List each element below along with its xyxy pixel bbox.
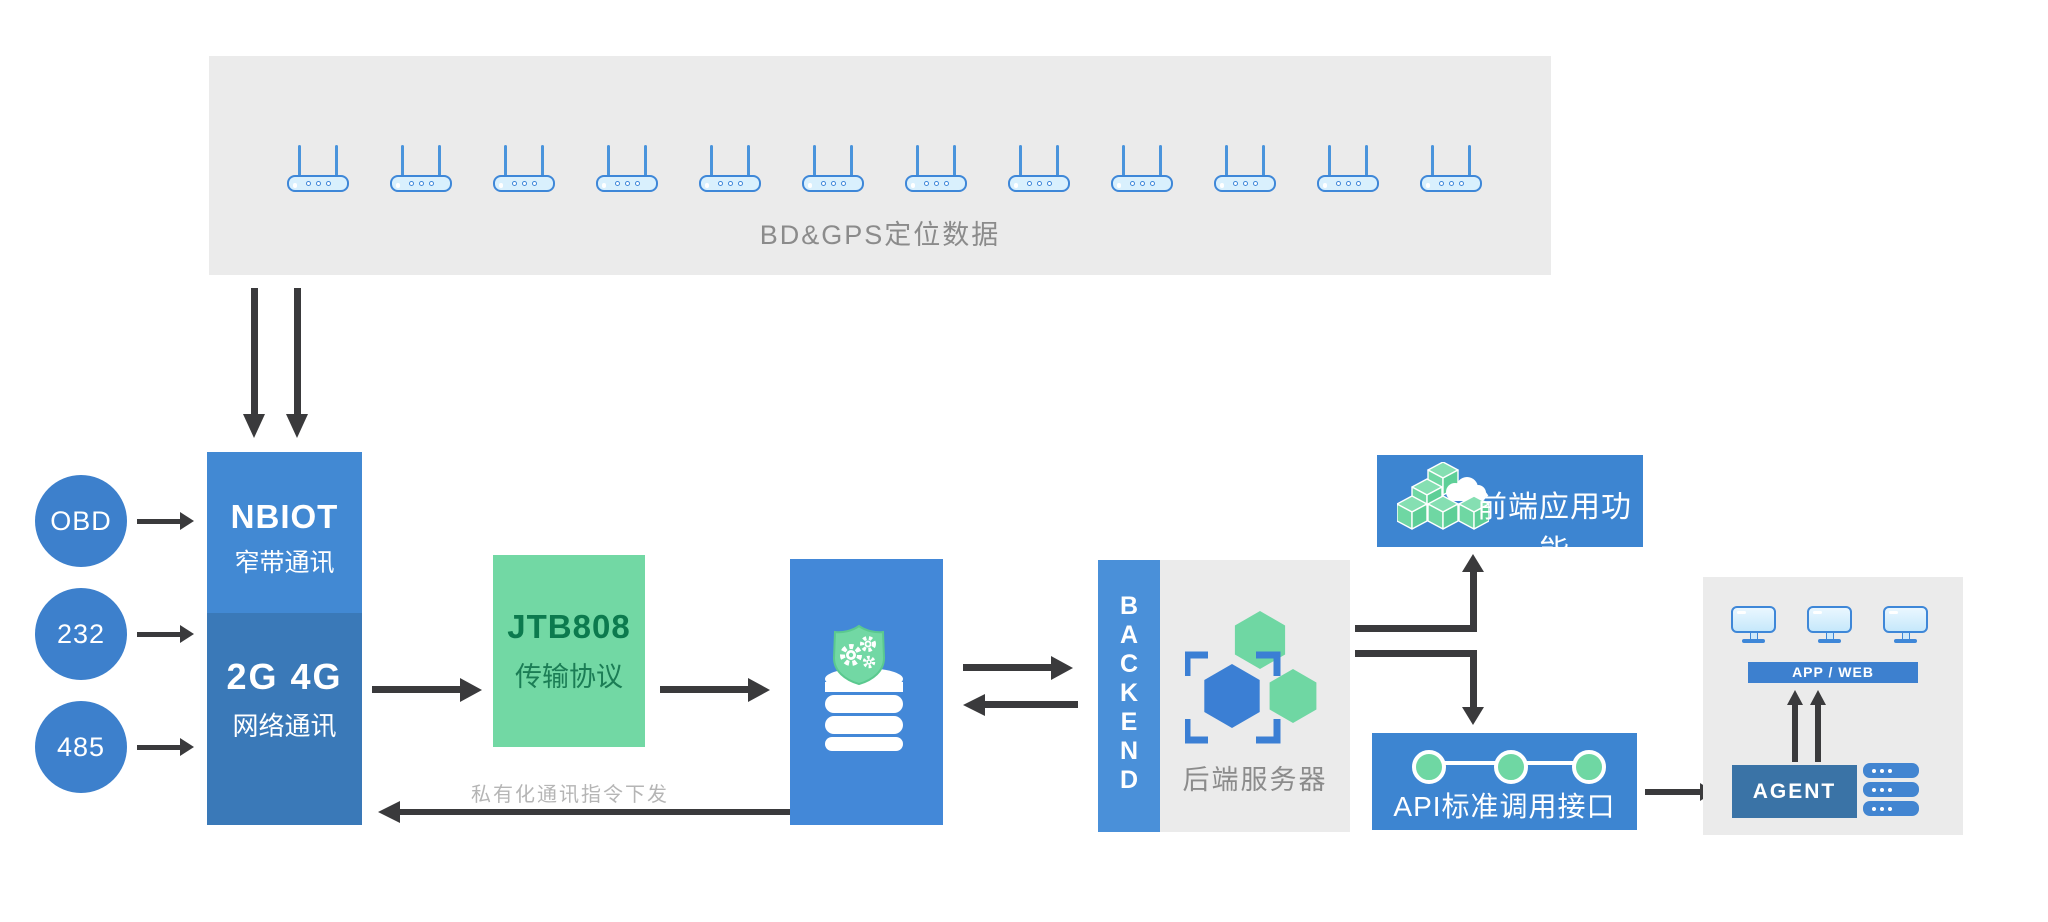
protocol-title: JTB808 bbox=[507, 608, 631, 645]
band-label: BD&GPS定位数据 bbox=[759, 220, 1001, 250]
hexagon-cluster-icon bbox=[1185, 611, 1317, 744]
gateway-cell-section: 2G 4G 网络通讯 bbox=[207, 613, 362, 825]
arrowhead-band-gateway-2 bbox=[286, 414, 308, 438]
arrow-backend-api-h bbox=[1355, 650, 1477, 657]
client-panel: APP / WEB AGENT bbox=[1703, 577, 1963, 835]
timeline-dot-2 bbox=[1494, 750, 1528, 784]
router-icon bbox=[1420, 145, 1482, 192]
gps-device-band: BD&GPS定位数据 bbox=[209, 56, 1551, 275]
arrowhead-232 bbox=[180, 625, 194, 643]
arrow-agent-appweb-1 bbox=[1792, 705, 1798, 762]
secure-storage-box bbox=[790, 559, 943, 825]
appweb-bar: APP / WEB bbox=[1748, 662, 1918, 683]
agent-label: AGENT bbox=[1752, 779, 1837, 803]
arrow-backend-api-v bbox=[1470, 657, 1477, 709]
port-485-label: 485 bbox=[56, 731, 106, 762]
timeline-dot-1 bbox=[1412, 750, 1446, 784]
arrow-backend-frontend-h bbox=[1355, 625, 1477, 632]
router-icon bbox=[905, 145, 967, 192]
arrow-485 bbox=[137, 745, 181, 750]
device-row bbox=[287, 145, 1482, 192]
arrowhead-secure-backend bbox=[1051, 656, 1073, 680]
arrow-downlink bbox=[392, 809, 790, 815]
api-box: API标准调用接口 bbox=[1372, 733, 1637, 830]
arrow-gateway-protocol bbox=[372, 686, 462, 693]
arrow-protocol-secure bbox=[660, 686, 750, 693]
port-232-label: 232 bbox=[56, 618, 106, 649]
arrowhead-protocol-secure bbox=[748, 678, 770, 702]
arrowhead-485 bbox=[180, 738, 194, 756]
shield-gears-database-icon bbox=[825, 624, 903, 751]
arrowhead-agent-appweb-1 bbox=[1787, 690, 1803, 705]
arrow-backend-secure bbox=[985, 701, 1078, 708]
frontend-label: 前端应用功能 bbox=[1477, 491, 1632, 568]
arrowhead-downlink bbox=[378, 801, 400, 823]
monitor-icon bbox=[1807, 606, 1852, 646]
arrowhead-backend-api bbox=[1462, 707, 1484, 725]
backend-server-box: 后端服务器 bbox=[1160, 560, 1350, 832]
timeline-dot-3 bbox=[1572, 750, 1606, 784]
nbiot-title: NBIOT bbox=[230, 498, 339, 535]
port-232: 232 bbox=[35, 588, 127, 680]
backend-vertical-label: BACKEND bbox=[1119, 592, 1139, 794]
protocol-box: JTB808 传输协议 bbox=[493, 555, 645, 747]
nbiot-subtitle: 窄带通讯 bbox=[234, 549, 335, 577]
arrow-secure-backend bbox=[963, 664, 1053, 671]
server-stack bbox=[1863, 763, 1919, 820]
arrowhead-band-gateway-1 bbox=[243, 414, 265, 438]
downlink-label: 私有化通讯指令下发 bbox=[471, 784, 669, 806]
arrow-agent-appweb-2 bbox=[1815, 705, 1821, 762]
arrow-obd bbox=[137, 519, 181, 524]
server-rack-icon bbox=[1863, 801, 1919, 816]
cell-title: 2G 4G bbox=[226, 655, 343, 697]
backend-caption: 后端服务器 bbox=[1182, 765, 1328, 795]
arrowhead-gateway-protocol bbox=[460, 678, 482, 702]
arrow-band-gateway-2 bbox=[294, 288, 301, 416]
arrowhead-backend-frontend bbox=[1462, 554, 1484, 572]
router-icon bbox=[493, 145, 555, 192]
gateway-box: NBIOT 窄带通讯 2G 4G 网络通讯 bbox=[207, 452, 362, 825]
cubes-cloud-icon bbox=[1397, 462, 1489, 530]
router-icon bbox=[1111, 145, 1173, 192]
protocol-subtitle: 传输协议 bbox=[515, 662, 623, 692]
server-rack-icon bbox=[1863, 763, 1919, 778]
port-obd: OBD bbox=[35, 475, 127, 567]
router-icon bbox=[1008, 145, 1070, 192]
cell-subtitle: 网络通讯 bbox=[232, 710, 337, 741]
arrowhead-agent-appweb-2 bbox=[1810, 690, 1826, 705]
router-icon bbox=[802, 145, 864, 192]
monitor-icon bbox=[1731, 606, 1776, 646]
api-label: API标准调用接口 bbox=[1393, 791, 1616, 822]
port-obd-label: OBD bbox=[50, 505, 112, 536]
frontend-box: 前端应用功能 bbox=[1377, 455, 1643, 568]
gateway-nbiot-section: NBIOT 窄带通讯 bbox=[207, 452, 362, 613]
arrow-api-agent bbox=[1645, 789, 1702, 795]
arrow-232 bbox=[137, 632, 181, 637]
agent-box: AGENT bbox=[1732, 765, 1857, 818]
router-icon bbox=[287, 145, 349, 192]
monitor-icon bbox=[1883, 606, 1928, 646]
arrowhead-obd bbox=[180, 512, 194, 530]
backend-vertical-bar: BACKEND bbox=[1098, 560, 1160, 832]
monitor-row bbox=[1731, 606, 1928, 646]
port-485: 485 bbox=[35, 701, 127, 793]
router-icon bbox=[390, 145, 452, 192]
router-icon bbox=[1317, 145, 1379, 192]
arrowhead-backend-secure bbox=[963, 694, 985, 716]
server-rack-icon bbox=[1863, 782, 1919, 797]
arrow-backend-frontend-v bbox=[1470, 570, 1477, 632]
router-icon bbox=[596, 145, 658, 192]
router-icon bbox=[699, 145, 761, 192]
router-icon bbox=[1214, 145, 1276, 192]
arrow-band-gateway-1 bbox=[251, 288, 258, 416]
